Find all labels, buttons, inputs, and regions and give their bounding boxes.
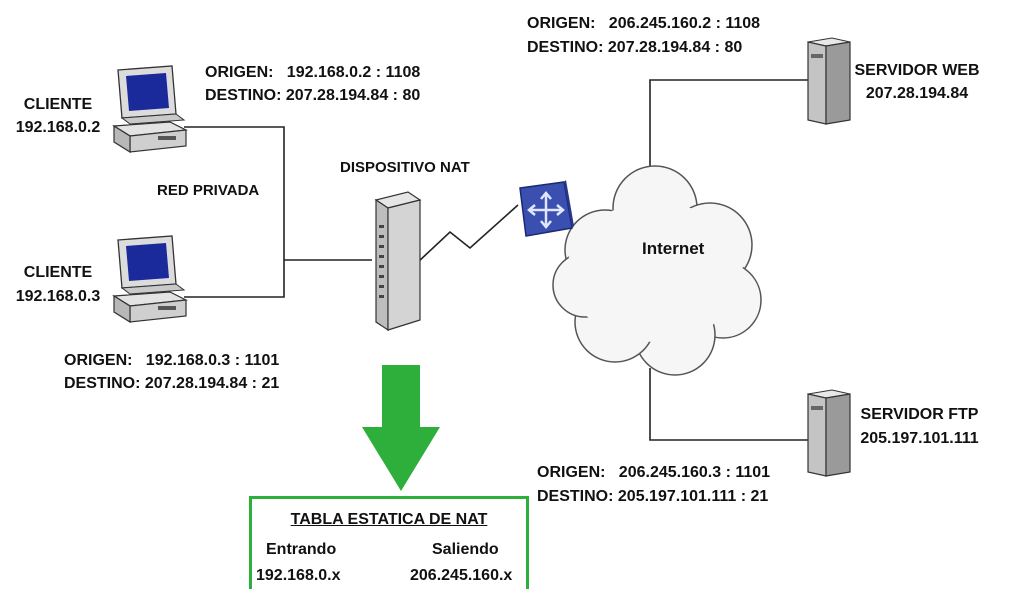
dest-label: DESTINO: bbox=[527, 39, 604, 56]
origin-port: 1108 bbox=[725, 15, 761, 32]
web-flow-dest: DESTINO: 207.28.194.84 : 80 bbox=[527, 37, 742, 59]
private-network-label: RED PRIVADA bbox=[157, 182, 260, 199]
ftp-server-ip: 205.197.101.111 bbox=[860, 430, 979, 447]
origin-ip: 206.245.160.2 : bbox=[608, 15, 721, 32]
origin-ip: 192.168.0.3 : bbox=[145, 352, 241, 369]
origin-port: 1108 bbox=[385, 64, 421, 81]
client2-flow-origin: ORIGEN: 192.168.0.3 : 1101 bbox=[64, 350, 279, 372]
nat-device-icon bbox=[374, 191, 422, 332]
internet-cloud-icon bbox=[552, 165, 762, 376]
web-server-icon bbox=[807, 37, 851, 125]
client2-flow-dest: DESTINO: 207.28.194.84 : 21 bbox=[64, 373, 279, 395]
origin-port: 1101 bbox=[244, 352, 280, 369]
router-icon bbox=[519, 180, 574, 237]
client2-link bbox=[184, 260, 285, 298]
origin-label: ORIGEN: bbox=[537, 464, 606, 481]
nat-table-title: TABLA ESTATICA DE NAT bbox=[290, 511, 488, 528]
dest-label: DESTINO: bbox=[205, 87, 282, 104]
ftp-server-icon bbox=[807, 389, 851, 477]
nat-device-label: DISPOSITIVO NAT bbox=[340, 159, 470, 176]
wan-link bbox=[417, 204, 519, 263]
internet-label: Internet bbox=[642, 239, 705, 258]
client1-computer-icon bbox=[112, 65, 188, 154]
origin-label: ORIGEN: bbox=[527, 15, 596, 32]
client2-ip: 192.168.0.3 bbox=[15, 288, 101, 305]
ftp-server-link bbox=[649, 368, 808, 441]
origin-port: 1101 bbox=[735, 464, 771, 481]
nat-table: TABLA ESTATICA DE NAT Entrando Saliendo … bbox=[249, 496, 529, 589]
client1-ip: 192.168.0.2 bbox=[15, 119, 101, 136]
origin-ip: 192.168.0.2 : bbox=[286, 64, 382, 81]
client1-flow-origin: ORIGEN: 192.168.0.2 : 1108 bbox=[205, 62, 420, 84]
dest-value: 207.28.194.84 : 21 bbox=[144, 375, 280, 392]
dest-value: 207.28.194.84 : 80 bbox=[285, 87, 421, 104]
nat-table-col-out: Saliendo bbox=[432, 541, 499, 558]
nat-table-row-in: 192.168.0.x bbox=[256, 567, 341, 584]
origin-label: ORIGEN: bbox=[64, 352, 133, 369]
origin-label: ORIGEN: bbox=[205, 64, 274, 81]
nat-table-col-in: Entrando bbox=[266, 541, 337, 558]
nat-table-row-out: 206.245.160.x bbox=[410, 567, 513, 584]
dest-value: 207.28.194.84 : 80 bbox=[607, 39, 743, 56]
ftp-server-name: SERVIDOR FTP bbox=[860, 406, 979, 423]
client1-name: CLIENTE bbox=[23, 96, 93, 113]
dest-label: DESTINO: bbox=[64, 375, 141, 392]
client2-computer-icon bbox=[112, 235, 188, 324]
web-server-ip: 207.28.194.84 bbox=[865, 85, 969, 102]
ftp-flow-origin: ORIGEN: 206.245.160.3 : 1101 bbox=[537, 462, 770, 484]
client2-name: CLIENTE bbox=[23, 264, 93, 281]
dest-value: 205.197.101.111 : 21 bbox=[617, 488, 769, 505]
web-flow-origin: ORIGEN: 206.245.160.2 : 1108 bbox=[527, 13, 760, 35]
web-server-name: SERVIDOR WEB bbox=[854, 62, 980, 79]
dest-label: DESTINO: bbox=[537, 488, 614, 505]
web-server-link bbox=[649, 79, 808, 172]
down-arrow-icon bbox=[362, 365, 440, 491]
origin-ip: 206.245.160.3 : bbox=[618, 464, 731, 481]
client1-link bbox=[184, 126, 285, 260]
ftp-flow-dest: DESTINO: 205.197.101.111 : 21 bbox=[537, 486, 768, 508]
client1-flow-dest: DESTINO: 207.28.194.84 : 80 bbox=[205, 85, 420, 107]
